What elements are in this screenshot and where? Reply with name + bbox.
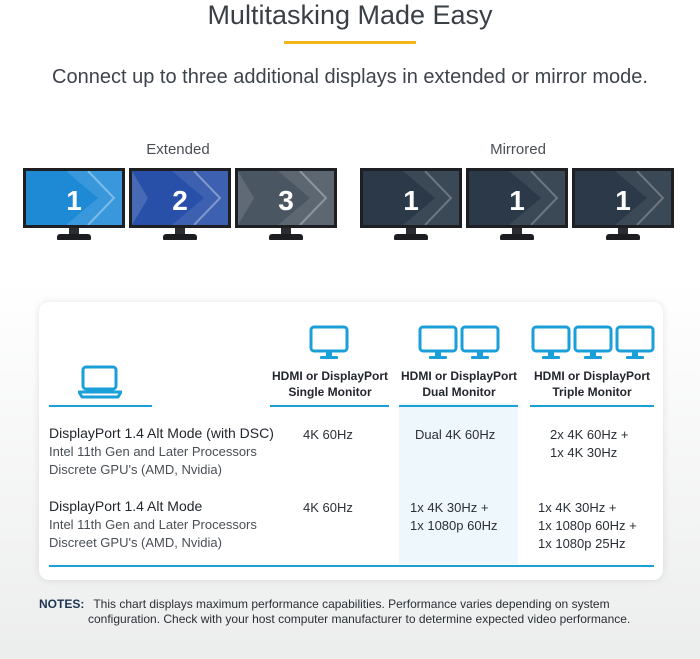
dual-cell: 1x 1080p 60Hz [410,518,498,533]
monitor-screen: 3 [235,168,337,228]
monitor-base [163,234,197,240]
monitor-base [500,234,534,240]
single-underline [270,405,389,407]
notes-label: NOTES: [39,597,85,611]
page-title: Multitasking Made Easy [207,0,493,30]
column-header-line2: Triple Monitor [552,385,632,399]
extended-monitor-2: 2 [129,168,231,242]
screen-graphic [469,171,565,225]
screen-graphic [26,171,122,225]
mirrored-monitor-2: 1 [466,168,568,242]
monitor-neck [69,228,79,235]
monitor-neck [406,228,416,235]
extended-label: Extended [146,141,210,158]
monitor-screen: 1 [23,168,125,228]
notes-text: configuration. Check with your host comp… [88,612,631,626]
column-header-line2: Single Monitor [288,385,372,399]
monitor-base [606,234,640,240]
row-title: DisplayPort 1.4 Alt Mode [49,498,203,514]
mirrored-monitor-3: 1 [572,168,674,242]
monitor-icon [309,325,349,359]
triple-cell: 1x 4K 30Hz + [538,500,617,515]
laptop-icon [78,365,122,399]
monitor-neck [175,228,185,235]
triple-underline [530,405,654,407]
dual-cell: Dual 4K 60Hz [415,427,496,442]
screen-graphic [132,171,228,225]
screen-number: 3 [278,185,294,216]
monitor-base [394,234,428,240]
monitor-screen: 2 [129,168,231,228]
single-cell: 4K 60Hz [303,427,353,442]
row-subtitle: Discreet GPU's (AMD, Nvidia) [49,535,222,550]
notes: NOTES: This chart displays maximum perfor… [39,597,679,627]
extended-monitor-3: 3 [235,168,337,242]
monitor-neck [281,228,291,235]
table-bottom-rule [49,565,654,567]
column-header-line1: HDMI or DisplayPort [400,369,517,383]
triple-monitor-icon [531,325,655,359]
monitor-base [269,234,303,240]
monitor-screen: 1 [466,168,568,228]
screen-number: 1 [509,185,525,216]
row-subtitle: Intel 11th Gen and Later Processors [49,444,257,459]
screen-number: 1 [615,185,631,216]
screen-graphic [575,171,671,225]
row-subtitle: Discrete GPU's (AMD, Nvidia) [49,462,222,477]
dual-underline [399,405,518,407]
column-header-line1: HDMI or DisplayPort [271,369,388,383]
row-title: DisplayPort 1.4 Alt Mode (with DSC) [49,425,274,441]
monitor-neck [618,228,628,235]
screen-number: 1 [66,185,82,216]
triple-cell: 1x 1080p 60Hz + [538,518,637,533]
triple-cell: 1x 4K 30Hz [550,445,618,460]
dual-monitor-icon [418,325,500,359]
triple-cell: 2x 4K 60Hz + [550,427,629,442]
screen-graphic [363,171,459,225]
single-cell: 4K 60Hz [303,500,353,515]
column-header-dual: HDMI or DisplayPort Dual Monitor [391,368,527,400]
screen-number: 2 [172,185,188,216]
screen-number: 1 [403,185,419,216]
column-header-triple: HDMI or DisplayPort Triple Monitor [524,368,660,400]
row-subtitle: Intel 11th Gen and Later Processors [49,517,257,532]
column-header-line1: HDMI or DisplayPort [533,369,650,383]
notes-text: This chart displays maximum performance … [93,597,610,611]
column-header-single: HDMI or DisplayPort Single Monitor [262,368,398,400]
screen-graphic [238,171,334,225]
monitor-neck [512,228,522,235]
monitor-screen: 1 [572,168,674,228]
dual-cell: 1x 4K 30Hz + [410,500,489,515]
column-header-line2: Dual Monitor [422,385,496,399]
monitor-screen: 1 [360,168,462,228]
compatibility-card [39,302,663,580]
mirrored-monitor-1: 1 [360,168,462,242]
monitor-base [57,234,91,240]
laptop-underline [49,405,152,407]
triple-cell: 1x 1080p 25Hz [538,536,626,551]
title-underline [284,41,416,44]
extended-monitor-1: 1 [23,168,125,242]
dual-column-highlight [399,403,518,564]
mirrored-label: Mirrored [490,141,546,158]
page-subtitle: Connect up to three additional displays … [52,66,648,88]
